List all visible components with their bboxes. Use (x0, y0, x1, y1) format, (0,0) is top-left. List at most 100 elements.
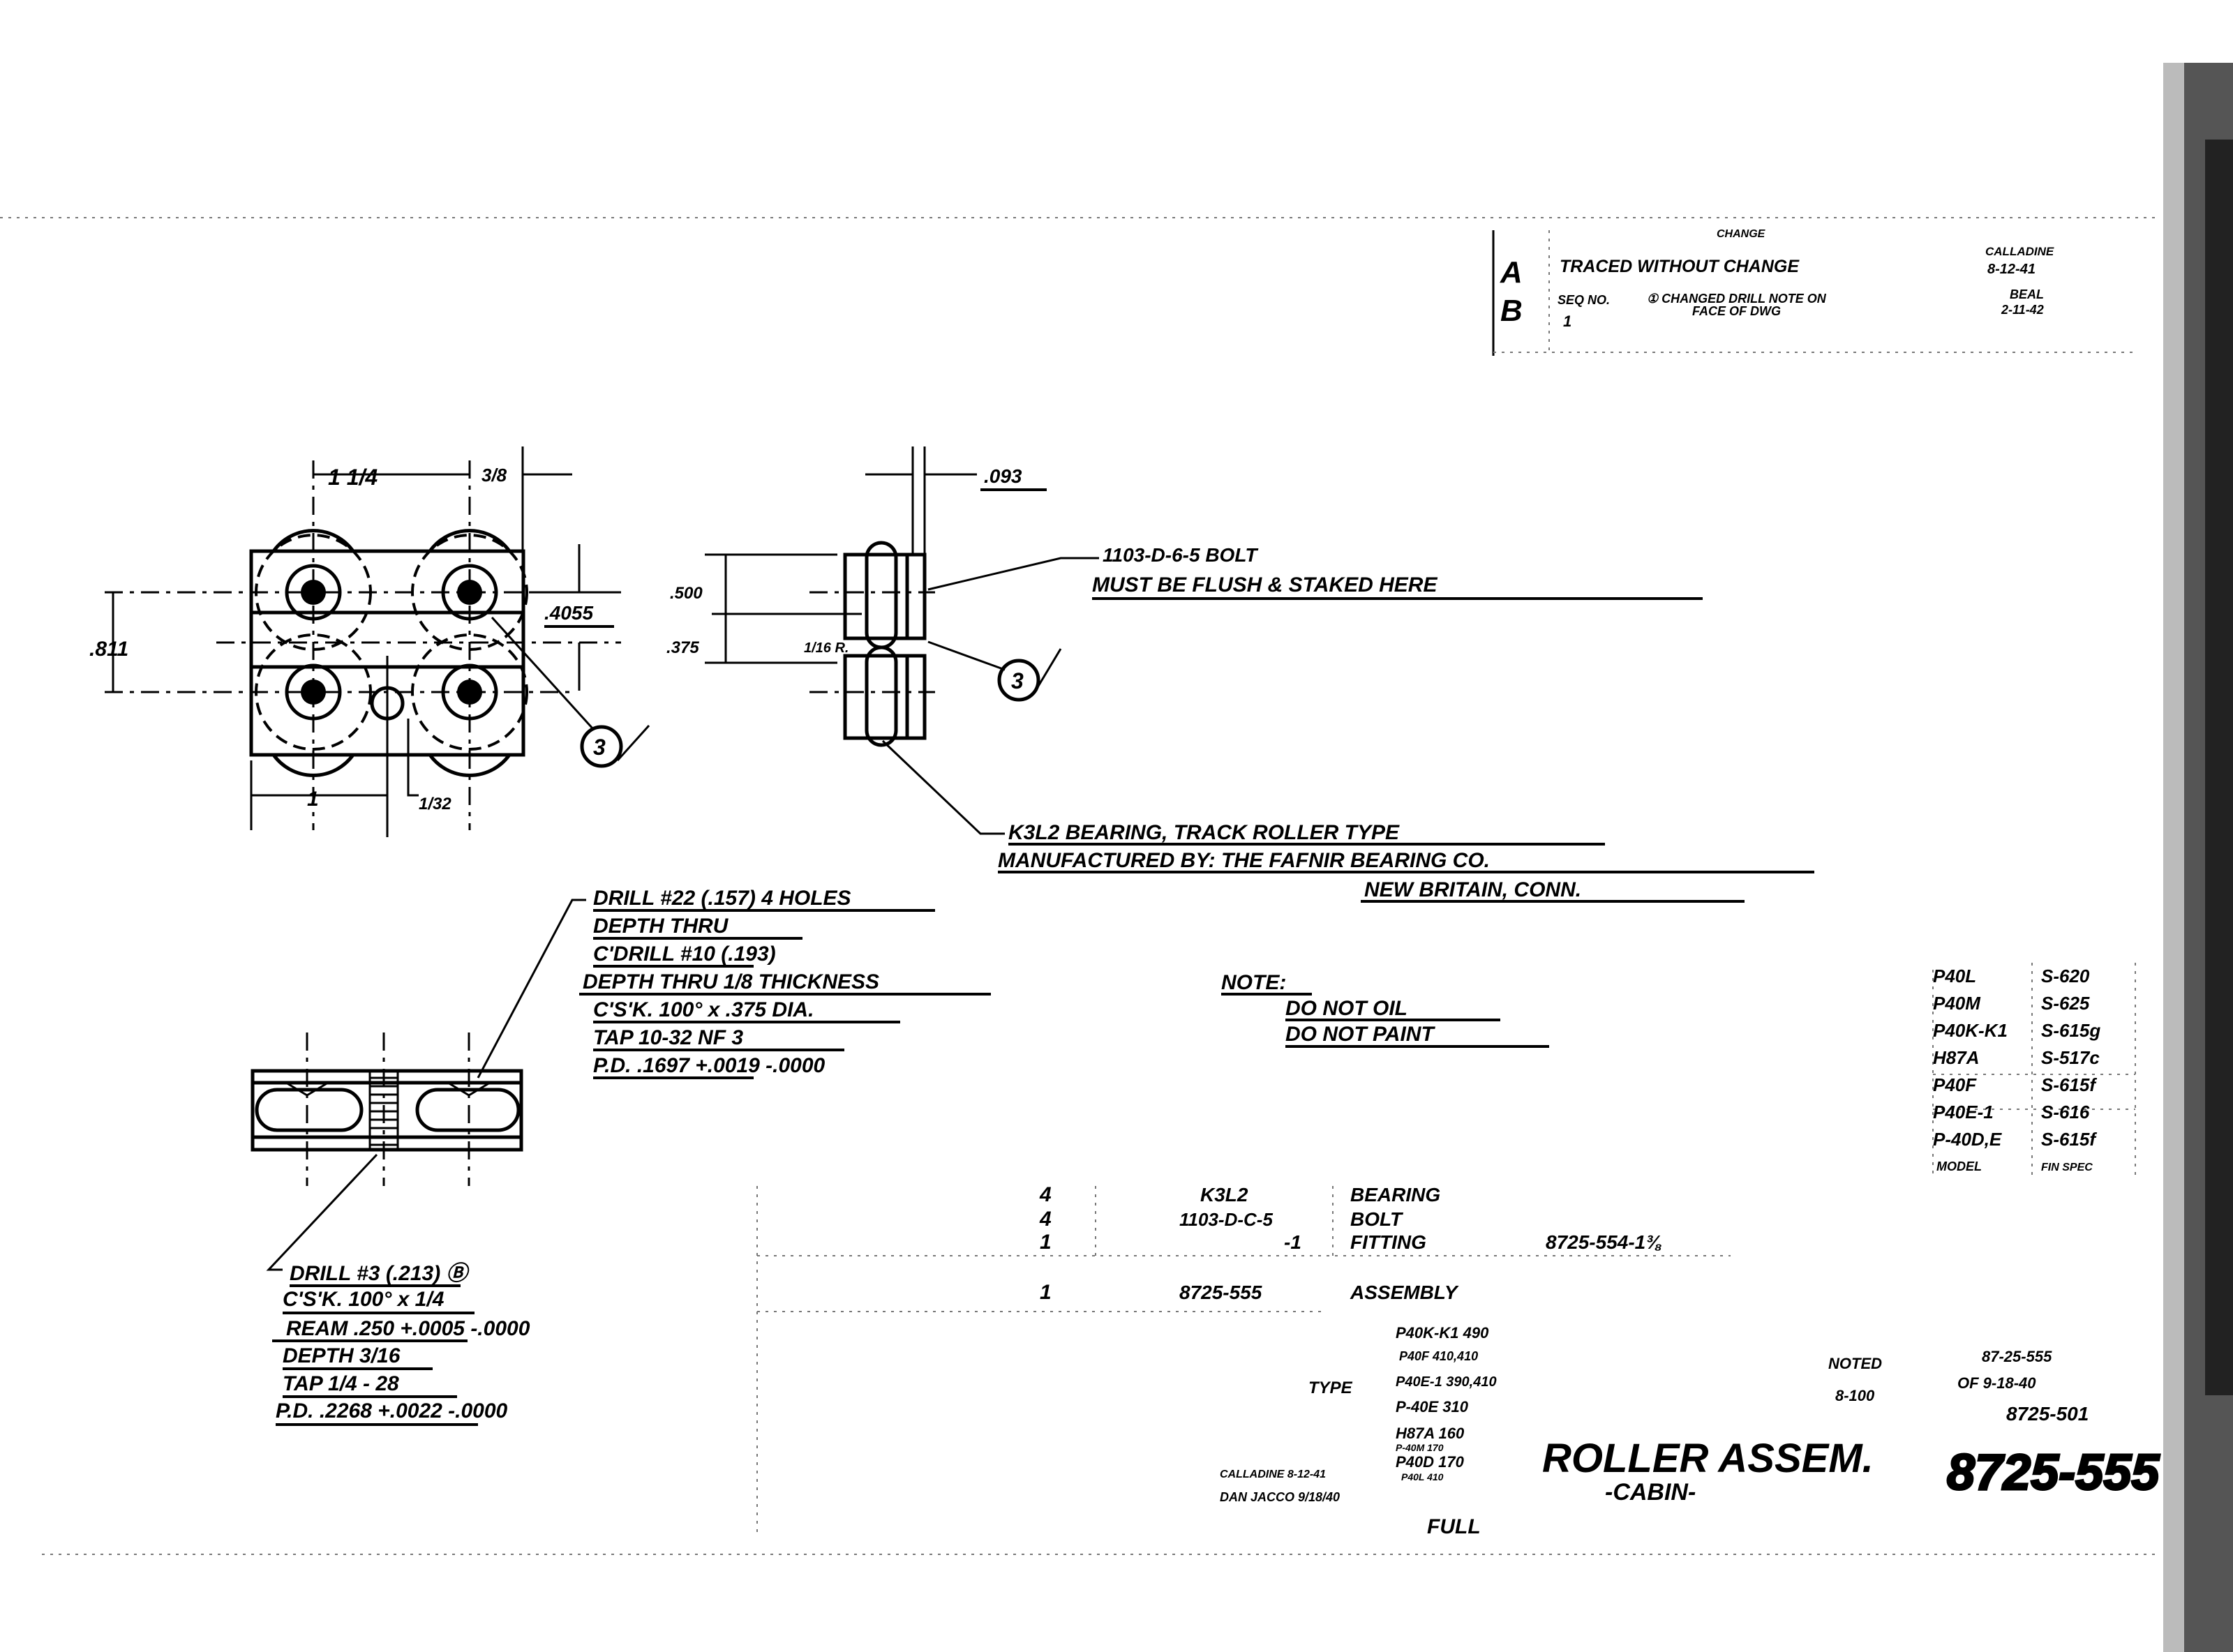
model-cell: P40M (1933, 993, 1981, 1014)
finish-mark-top: 3 (593, 735, 606, 760)
revision-b-seq-label: SEQ NO. (1558, 293, 1610, 307)
usage-model: P40K-K1 490 (1396, 1324, 1489, 1342)
dim-hole-offset: 1/32 (419, 795, 451, 813)
drill-note-upper-line: DEPTH THRU 1/8 THICKNESS (583, 970, 879, 993)
dim-height: .811 (89, 638, 128, 661)
usage-model: P40F 410,410 (1399, 1349, 1478, 1363)
model-cell: P40L (1933, 966, 1976, 986)
parts-number: -1 (1284, 1231, 1301, 1253)
model-cell: P40F (1933, 1074, 1977, 1095)
note-title: NOTE: (1221, 971, 1286, 994)
dim-offset: .4055 (544, 602, 593, 624)
bearing-note-2: MANUFACTURED BY: THE FAFNIR BEARING CO. (998, 849, 1490, 872)
model-table: P40L S-620 P40M S-625 P40K-K1 S-615g H87… (1932, 963, 2136, 1179)
revision-letter-a: A (1500, 255, 1523, 290)
scale: FULL (1427, 1515, 1481, 1538)
spec-cell: S-615g (2041, 1020, 2100, 1041)
bearing-note-1: K3L2 BEARING, TRACK ROLLER TYPE (1008, 821, 1400, 844)
parts-number: K3L2 (1200, 1184, 1248, 1206)
spec-cell: S-615f (2041, 1129, 2097, 1150)
drill-note-lower-line: TAP 1/4 - 28 (283, 1372, 399, 1395)
revision-b-change-1: ① CHANGED DRILL NOTE ON (1647, 292, 1827, 306)
noted-label: NOTED (1828, 1355, 1882, 1372)
parts-material: 8725-554-1⅜ (1546, 1231, 1662, 1253)
dim-hole-spacing: 1 (307, 788, 319, 811)
dim-thickness: .093 (984, 465, 1022, 487)
drill-note-upper-line: P.D. .1697 +.0019 -.0000 (593, 1054, 826, 1077)
noted-number: 8-100 (1835, 1387, 1875, 1404)
parts-number: 1103-D-C-5 (1179, 1209, 1273, 1230)
drill-note-upper-line: TAP 10-32 NF 3 (593, 1026, 743, 1049)
dim-upper: .500 (670, 584, 703, 603)
revision-header: CHANGE (1717, 228, 1766, 240)
model-cell: P40E-1 (1933, 1102, 1994, 1122)
revision-a-by: CALLADINE (1985, 245, 2054, 258)
title-block: CALLADINE 8-12-41 DAN JACCO 9/18/40 FULL… (1220, 1348, 2161, 1538)
revision-letter-b: B (1500, 294, 1523, 328)
drill-note-upper: DRILL #22 (.157) 4 HOLES DEPTH THRU C'DR… (579, 887, 991, 1079)
dim-spacing: 1 1/4 (328, 465, 378, 490)
spec-cell: S-615f (2041, 1074, 2097, 1095)
general-note: NOTE: DO NOT OIL DO NOT PAINT (1221, 971, 1549, 1048)
usage-model: P-40E 310 (1396, 1398, 1469, 1416)
dim-lower: .375 (666, 638, 699, 657)
revision-a-date: 8-12-41 (1987, 262, 2036, 277)
bearing-note-3: NEW BRITAIN, CONN. (1364, 878, 1581, 901)
model-cell: P-40D,E (1933, 1129, 2002, 1150)
drill-note-lower-line: C'S'K. 100° x 1/4 (283, 1288, 445, 1311)
revision-b-seq: 1 (1563, 313, 1571, 330)
spec-cell: S-616 (2041, 1102, 2090, 1122)
drawing-number: 8725-555 (1947, 1445, 2160, 1501)
drill-note-upper-line: DRILL #22 (.157) 4 HOLES (593, 887, 851, 910)
drawing-title: ROLLER ASSEM. (1542, 1436, 1874, 1481)
parts-desc: BOLT (1350, 1208, 1404, 1230)
model-header: MODEL (1936, 1159, 1982, 1173)
drill-note-lower-line: REAM .250 +.0005 -.0000 (286, 1317, 530, 1340)
dim-edge: 3/8 (481, 465, 507, 486)
revision-b-by: BEAL (2010, 287, 2044, 301)
spec-header: FIN SPEC (2041, 1162, 2093, 1173)
parts-qty: 1 (1040, 1231, 1052, 1254)
dim-radius: 1/16 R. (804, 640, 849, 656)
spec-cell: S-517c (2041, 1047, 2100, 1068)
side-view: .093 .500 .375 1/16 R. 1103-D-6-5 BOLT M… (666, 446, 1814, 903)
usage-model: H87A 160 (1396, 1425, 1465, 1442)
finish-mark-side: 3 (1011, 668, 1024, 693)
usage-label: TYPE (1308, 1379, 1353, 1397)
parts-qty: 1 (1040, 1281, 1052, 1304)
drill-note-lower-line: P.D. .2268 +.0022 -.0000 (276, 1399, 508, 1422)
finish-mark-circle (580, 725, 623, 768)
usage-model: P40D 170 (1396, 1453, 1465, 1471)
revision-a-change: TRACED WITHOUT CHANGE (1560, 257, 1800, 276)
model-cell: H87A (1933, 1047, 1979, 1068)
parts-desc: ASSEMBLY (1350, 1282, 1459, 1303)
parts-desc: BEARING (1350, 1184, 1440, 1206)
usage-model: P40E-1 390,410 (1396, 1374, 1497, 1390)
usage-model: P-40M 170 (1396, 1442, 1444, 1453)
model-cell: P40K-K1 (1933, 1020, 2008, 1041)
parts-qty: 4 (1039, 1208, 1052, 1231)
drawn-by: DAN JACCO 9/18/40 (1220, 1490, 1340, 1504)
drill-note-lower-line: DRILL #3 (.213) Ⓑ (290, 1262, 470, 1285)
usage-model: P40L 410 (1401, 1471, 1444, 1482)
reference-line-1: 87-25-555 (1982, 1348, 2052, 1365)
spec-cell: S-625 (2041, 993, 2090, 1014)
bolt-note-1: 1103-D-6-5 BOLT (1103, 544, 1259, 566)
note-line-2: DO NOT PAINT (1285, 1023, 1435, 1046)
spec-cell: S-620 (2041, 966, 2090, 986)
traced-by: CALLADINE 8-12-41 (1220, 1469, 1326, 1480)
drill-note-upper-line: C'DRILL #10 (.193) (593, 943, 776, 966)
note-line-1: DO NOT OIL (1285, 997, 1407, 1020)
parts-desc: FITTING (1350, 1231, 1426, 1253)
drill-note-upper-line: C'S'K. 100° x .375 DIA. (593, 998, 814, 1021)
parts-qty: 4 (1039, 1183, 1052, 1206)
top-view: 1 1/4 3/8 .811 .4055 1 1/32 3 (89, 446, 650, 837)
usage-list: TYPE P40K-K1 490 P40F 410,410 P40E-1 390… (1308, 1324, 1497, 1482)
bolt-note-2: MUST BE FLUSH & STAKED HERE (1092, 573, 1437, 596)
drill-note-lower-line: DEPTH 3/16 (283, 1344, 401, 1367)
parts-list: 4 K3L2 BEARING 4 1103-D-C-5 BOLT 1 -1 FI… (756, 1183, 1731, 1535)
revision-b-date: 2-11-42 (2001, 303, 2044, 317)
parts-number: 8725-555 (1179, 1282, 1262, 1303)
reference-number: 8725-501 (2006, 1403, 2089, 1425)
